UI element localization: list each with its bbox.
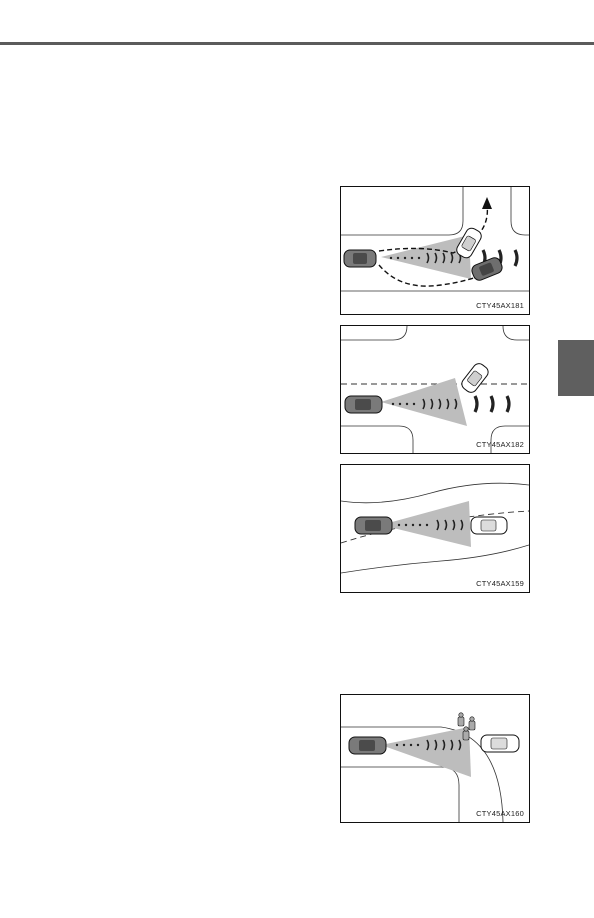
corner-obstacle-illustration <box>341 712 520 822</box>
car-icon <box>471 257 503 281</box>
car-icon <box>480 734 520 753</box>
chapter-tab <box>558 340 594 396</box>
arrowhead-icon <box>482 197 492 209</box>
car-icon <box>461 363 489 393</box>
pedestrian-icon <box>457 712 476 741</box>
car-icon <box>456 227 482 259</box>
figure-turning-vehicle: CTY45AX181 <box>340 186 530 315</box>
radar-detection-zone <box>381 235 471 279</box>
car-icon <box>470 516 508 535</box>
radar-detection-zone <box>381 501 471 547</box>
curved-road-illustration <box>341 482 529 574</box>
figure-crossing-vehicle: CTY45AX182 <box>340 325 530 454</box>
figure-code: CTY45AX159 <box>476 579 524 588</box>
header-rule <box>0 42 594 45</box>
crossing-vehicle-illustration <box>341 326 529 453</box>
radar-detection-zone <box>381 727 471 777</box>
figure-corner-obstacle: CTY45AX160 <box>340 694 530 823</box>
figure-code: CTY45AX182 <box>476 440 524 449</box>
path-arrow <box>378 204 489 254</box>
figure-curved-road: CTY45AX159 <box>340 464 530 593</box>
figure-code: CTY45AX181 <box>476 301 524 310</box>
figure-code: CTY45AX160 <box>476 809 524 818</box>
turning-vehicle-illustration <box>341 187 529 292</box>
